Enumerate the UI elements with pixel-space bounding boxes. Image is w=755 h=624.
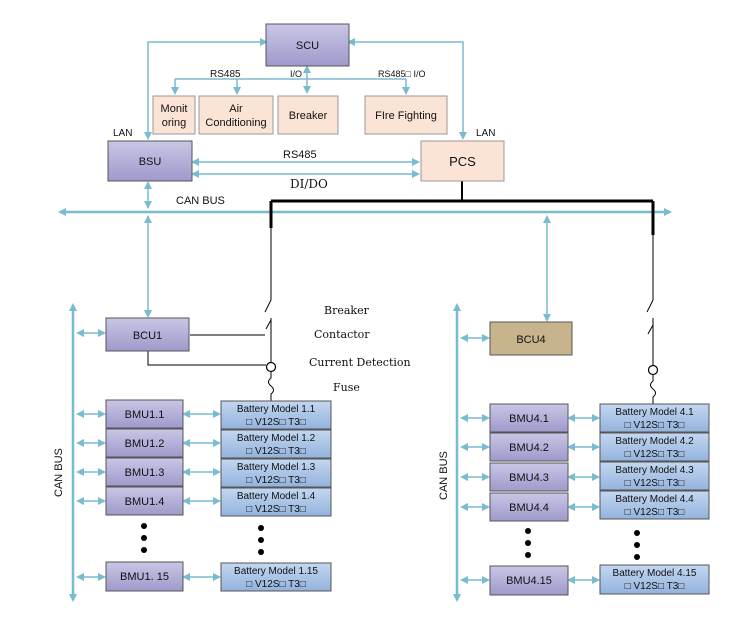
bmu-label: BMU1.3 <box>125 467 165 479</box>
bmu-1-1: BMU1.1 <box>105 399 184 429</box>
scu-label: SCU <box>296 40 319 52</box>
battery-4-2: Battery Model 4.2 □ V12S□ T3□ <box>599 432 710 462</box>
battery-spec: □ V12S□ T3□ <box>246 504 306 515</box>
lan-left-label: LAN <box>113 128 132 139</box>
battery-title: Battery Model 1.1 <box>237 404 316 415</box>
bmu-label: BMU1.4 <box>125 496 165 508</box>
battery-4-4: Battery Model 4.4 □ V12S□ T3□ <box>599 490 710 520</box>
rs485-mid-label: RS485 <box>283 149 317 161</box>
signal-lines <box>58 38 672 602</box>
air-conditioning-label-line2: Conditioning <box>205 117 266 129</box>
fire-fighting-node: FIre Fighting <box>364 95 448 135</box>
lan-right-label: LAN <box>476 128 495 139</box>
battery-1-1: Battery Model 1.1 □ V12S□ T3□ <box>220 400 332 430</box>
bcu4-node: BCU4 <box>489 321 573 356</box>
legend-fuse: Fuse <box>333 381 360 394</box>
battery-4-15: Battery Model 4.15 □ V12S□ T3□ <box>599 564 710 595</box>
bmu-label: BMU4.1 <box>509 413 549 425</box>
battery-title: Battery Model 1.2 <box>237 433 316 444</box>
monitoring-node: Monit oring <box>152 95 196 135</box>
bmu-label: BMU4.2 <box>509 442 549 454</box>
bmu-4-2: BMU4.2 <box>489 432 569 462</box>
bmu-label: BMU1.1 <box>125 409 165 421</box>
fire-fighting-label: FIre Fighting <box>375 110 437 122</box>
bcu4-label: BCU4 <box>516 334 545 346</box>
battery-1-2: Battery Model 1.2 □ V12S□ T3□ <box>220 429 332 459</box>
bmu-1-4: BMU1.4 <box>105 486 184 516</box>
bmu-label: BMU4.4 <box>509 502 549 514</box>
scu-node: SCU <box>265 23 350 67</box>
pcs-label: PCS <box>449 154 476 169</box>
battery-spec: □ V12S□ T3□ <box>625 449 685 460</box>
can-bus-right-label: CAN BUS <box>438 451 450 500</box>
bmu-4-3: BMU4.3 <box>489 462 569 492</box>
power-lines <box>147 180 659 404</box>
bmu-1-2: BMU1.2 <box>105 428 184 458</box>
battery-title: Battery Model 4.1 <box>615 407 694 418</box>
monitoring-label-line1: Monit <box>161 103 188 115</box>
bcu1-node: BCU1 <box>105 317 190 352</box>
battery-title: Battery Model 4.4 <box>615 494 694 505</box>
battery-title: Battery Model 1.4 <box>237 491 316 502</box>
bmu-4-15: BMU4.15 <box>489 565 569 596</box>
battery-title: Battery Model 4.2 <box>615 436 694 447</box>
air-conditioning-label-line1: Air <box>229 103 243 115</box>
battery-1-3: Battery Model 1.3 □ V12S□ T3□ <box>220 458 332 488</box>
battery-spec: □ V12S□ T3□ <box>246 446 306 457</box>
legend-contactor: Contactor <box>314 328 370 341</box>
air-conditioning-node: Air Conditioning <box>198 95 274 135</box>
battery-title: Battery Model 4.15 <box>613 568 697 579</box>
dido-label: DI/DO <box>290 177 328 191</box>
bmu-4-4: BMU4.4 <box>489 492 569 522</box>
battery-title: Battery Model 1.15 <box>234 566 318 577</box>
battery-spec: □ V12S□ T3□ <box>246 475 306 486</box>
rs485-io-right-label: RS485□ I/O <box>378 69 425 79</box>
battery-spec: □ V12S□ T3□ <box>625 581 685 592</box>
monitoring-label-line2: oring <box>162 117 186 129</box>
ellipsis-dots <box>141 523 640 560</box>
legend-current-detection: Current Detection <box>309 356 411 369</box>
bmu-1-15: BMU1. 15 <box>105 561 184 592</box>
legend-breaker: Breaker <box>324 304 370 317</box>
battery-spec: □ V12S□ T3□ <box>625 420 685 431</box>
bmu-label: BMU4.3 <box>509 472 549 484</box>
breaker-node: Breaker <box>277 95 339 135</box>
pcs-node: PCS <box>420 140 505 182</box>
bmu-4-1: BMU4.1 <box>489 403 569 433</box>
io-center-label: I/O <box>290 69 302 79</box>
bmu-label: BMU4.15 <box>506 575 552 587</box>
battery-spec: □ V12S□ T3□ <box>625 478 685 489</box>
battery-spec: □ V12S□ T3□ <box>246 417 306 428</box>
bcu1-label: BCU1 <box>133 330 162 342</box>
bmu-1-3: BMU1.3 <box>105 457 184 487</box>
breaker-label: Breaker <box>289 110 328 122</box>
battery-4-1: Battery Model 4.1 □ V12S□ T3□ <box>599 403 710 433</box>
bsu-label: BSU <box>139 156 162 168</box>
battery-spec: □ V12S□ T3□ <box>625 507 685 518</box>
battery-title: Battery Model 4.3 <box>615 465 694 476</box>
bmu-label: BMU1. 15 <box>120 571 169 583</box>
can-bus-left-label: CAN BUS <box>53 448 65 497</box>
battery-1-15: Battery Model 1.15 □ V12S□ T3□ <box>220 562 332 592</box>
bsu-node: BSU <box>107 140 193 182</box>
rs485-top-label: RS485 <box>210 69 241 80</box>
battery-spec: □ V12S□ T3□ <box>246 579 306 590</box>
bmu-label: BMU1.2 <box>125 438 165 450</box>
battery-1-4: Battery Model 1.4 □ V12S□ T3□ <box>220 487 332 517</box>
battery-title: Battery Model 1.3 <box>237 462 316 473</box>
battery-4-3: Battery Model 4.3 □ V12S□ T3□ <box>599 461 710 491</box>
can-bus-top-label: CAN BUS <box>176 195 225 207</box>
